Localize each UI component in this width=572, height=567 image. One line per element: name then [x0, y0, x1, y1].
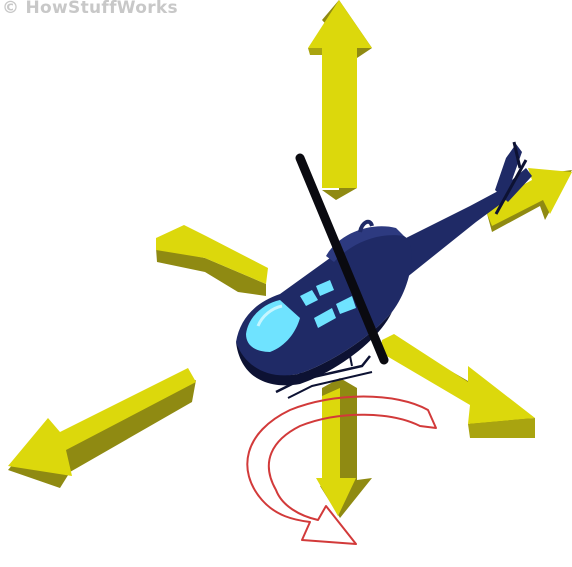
arrow-left-up-icon — [156, 225, 268, 296]
arrow-up-icon — [308, 0, 372, 200]
helicopter-icon — [236, 142, 532, 398]
arrow-left-down-icon — [8, 368, 196, 488]
arrow-right-down-icon — [380, 334, 535, 438]
